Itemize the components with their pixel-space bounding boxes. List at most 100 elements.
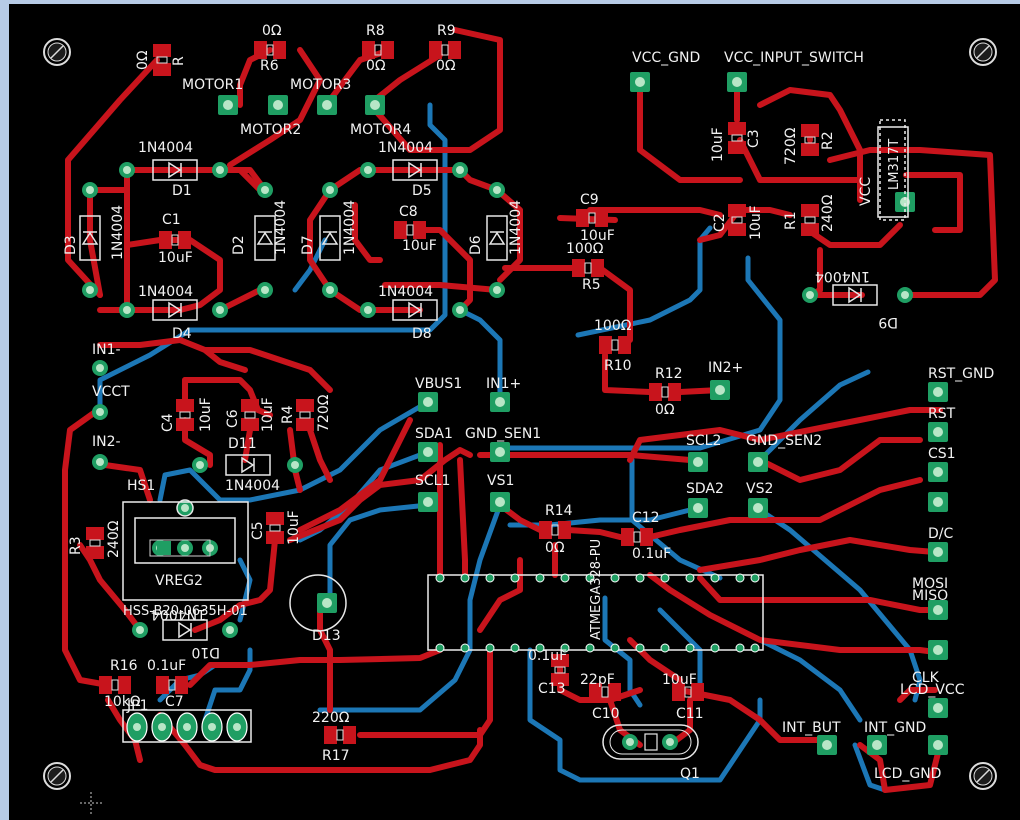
label-in1-plus: IN1+ — [486, 376, 521, 392]
label-d10-type: 1N4004 — [151, 606, 206, 622]
label-dc: D/C — [928, 526, 953, 542]
label-c7-value: 0.1uF — [147, 658, 186, 674]
label-r5: R5 — [582, 277, 601, 293]
label-r17: R17 — [322, 748, 350, 764]
label-miso: MISO — [912, 588, 948, 604]
label-d11: D11 — [228, 436, 257, 452]
label-lm317t: LM317T — [887, 139, 902, 190]
label-c13: C13 — [538, 681, 566, 697]
label-r10-value: 100Ω — [594, 318, 632, 334]
mounting-hole-bottom-left — [43, 762, 71, 790]
label-d6-type: 1N4004 — [508, 200, 524, 255]
label-clk: CLK — [912, 670, 940, 686]
label-c7: C7 — [165, 694, 184, 710]
label-d8: D8 — [412, 326, 432, 342]
label-c11: C11 — [676, 706, 704, 722]
label-d6: D6 — [468, 235, 484, 255]
label-c10: C10 — [592, 706, 620, 722]
label-c13-value: 0.1uF — [528, 648, 567, 664]
cursor-crosshair-icon — [80, 792, 102, 814]
label-c1: C1 — [162, 212, 181, 228]
window-left-border — [0, 0, 9, 820]
label-motor3: MOTOR3 — [290, 77, 351, 93]
label-vbus1: VBUS1 — [415, 376, 462, 392]
label-r3: R3 — [68, 536, 84, 555]
label-d2-type: 1N4004 — [273, 200, 289, 255]
label-gnd-sen2: GND_SEN2 — [746, 433, 822, 449]
label-motor1: MOTOR1 — [182, 77, 243, 93]
label-cs1: CS1 — [928, 446, 956, 462]
label-r6-value: 0Ω — [262, 23, 282, 39]
label-r8: R8 — [366, 23, 385, 39]
label-r8-value: 0Ω — [366, 58, 386, 74]
label-d9: D9 — [878, 314, 898, 330]
label-d3: D3 — [63, 235, 79, 255]
label-d4: D4 — [172, 326, 192, 342]
label-int-gnd: INT_GND — [864, 720, 926, 736]
label-sda2: SDA2 — [686, 481, 724, 497]
label-r4-value: 720Ω — [316, 394, 332, 432]
label-d4-type: 1N4004 — [138, 284, 193, 300]
label-rst-gnd: RST_GND — [928, 366, 994, 382]
label-r10: R10 — [604, 358, 632, 374]
label-atmega328: ATMEGA328-PU — [589, 539, 604, 640]
label-r1-value: 240Ω — [820, 194, 836, 232]
label-vs1: VS1 — [487, 473, 514, 489]
label-c6-value: 10uF — [260, 397, 276, 432]
label-c3: C3 — [746, 129, 762, 148]
label-r4: R4 — [280, 405, 296, 424]
label-d2: D2 — [231, 235, 247, 255]
label-vreg2: VREG2 — [155, 573, 203, 589]
label-r12: R12 — [655, 366, 683, 382]
label-c9: C9 — [580, 192, 599, 208]
label-gnd-sen1: GND_SEN1 — [465, 426, 541, 442]
label-c12-value: 0.1uF — [632, 546, 671, 562]
label-c12: C12 — [632, 510, 660, 526]
label-motor2: MOTOR2 — [240, 122, 301, 138]
label-vcct: VCCT — [92, 384, 130, 400]
label-r12-value: 0Ω — [655, 402, 675, 418]
label-in1-minus: IN1- — [92, 342, 121, 358]
label-d11-type: 1N4004 — [225, 478, 280, 494]
label-rst: RST — [928, 406, 956, 422]
label-in2-minus: IN2- — [92, 434, 121, 450]
label-c2-value: 10uF — [748, 205, 764, 240]
label-d9-type: 1N4004 — [815, 268, 870, 284]
label-c8: C8 — [399, 204, 418, 220]
label-r1: R1 — [783, 211, 799, 230]
label-c11-value: 10uF — [662, 672, 697, 688]
label-r9-value: 0Ω — [436, 58, 456, 74]
label-c10-value: 22pF — [580, 672, 615, 688]
mounting-hole-bottom-right — [969, 762, 997, 790]
label-lcd-gnd: LCD_GND — [874, 766, 941, 782]
label-vcc-gnd: VCC_GND — [632, 50, 700, 66]
label-d7-type: 1N4004 — [342, 200, 358, 255]
label-d13: D13 — [312, 628, 341, 644]
label-r-top-left: R — [171, 56, 187, 66]
label-r17-value: 220Ω — [312, 710, 350, 726]
label-r3-value: 240Ω — [106, 520, 122, 558]
label-in2-plus: IN2+ — [708, 360, 743, 376]
component-outlines — [79, 119, 909, 760]
label-vs2: VS2 — [746, 481, 773, 497]
label-c3-value: 10uF — [710, 127, 726, 162]
label-vcc-input-switch: VCC_INPUT_SWITCH — [724, 50, 864, 66]
label-r-top-left-value: 0Ω — [135, 50, 151, 70]
label-d5-type: 1N4004 — [378, 140, 433, 156]
ic-pins — [435, 573, 760, 653]
label-r2-value: 720Ω — [783, 127, 799, 165]
label-vcc: VCC — [858, 177, 874, 206]
label-c4-value: 10uF — [198, 397, 214, 432]
label-scl2: SCL2 — [686, 433, 721, 449]
mounting-hole-top-right — [969, 38, 997, 66]
label-r14: R14 — [545, 503, 573, 519]
label-c5: C5 — [250, 521, 266, 540]
label-c2: C2 — [712, 213, 728, 232]
label-r6: R6 — [260, 58, 279, 74]
label-d5: D5 — [412, 183, 432, 199]
label-c8-value: 10uF — [402, 238, 437, 254]
label-d10: D10 — [191, 644, 220, 660]
label-c9-value: 10uF — [580, 228, 615, 244]
